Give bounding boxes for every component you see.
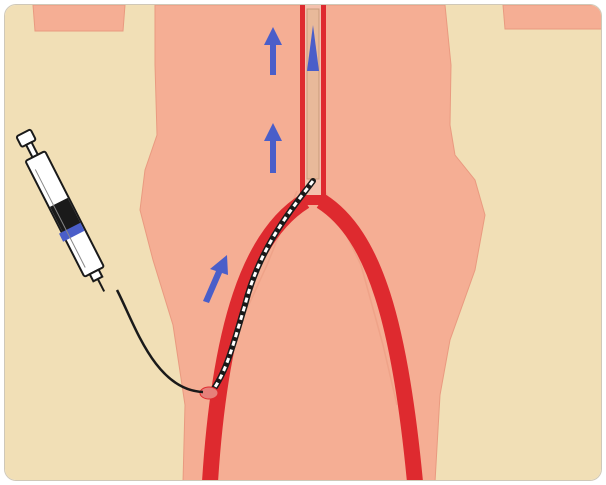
diagram-frame xyxy=(4,4,602,481)
illustration xyxy=(5,5,602,481)
right-shoulder xyxy=(503,5,602,29)
left-shoulder xyxy=(33,5,125,31)
